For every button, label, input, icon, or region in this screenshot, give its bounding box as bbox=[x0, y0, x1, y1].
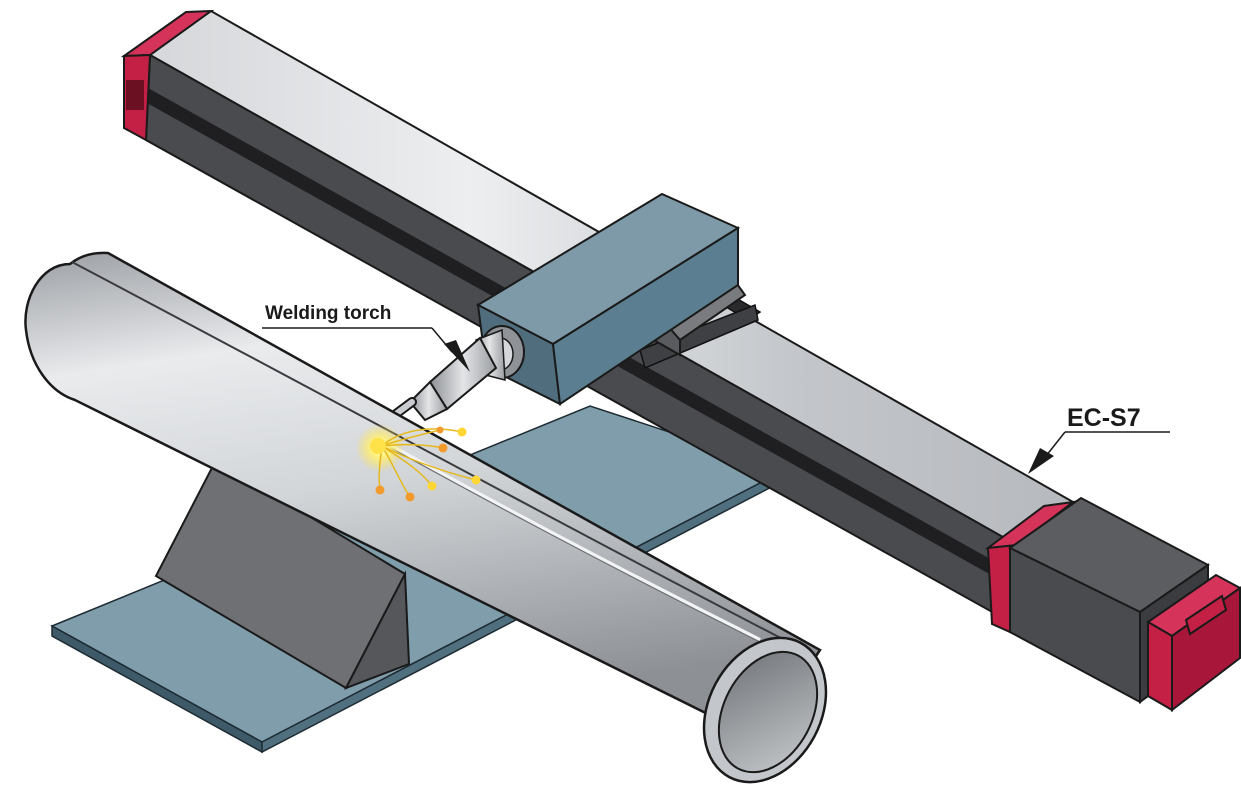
callout-model bbox=[1028, 431, 1170, 474]
actuator-model-label: EC-S7 bbox=[1067, 404, 1141, 432]
pipe-support-block bbox=[154, 458, 411, 690]
welding-sparks bbox=[356, 424, 481, 502]
callout-torch bbox=[262, 327, 470, 372]
steel-pipe bbox=[24, 251, 828, 784]
arrow-pointer-icon bbox=[1028, 448, 1054, 474]
arrow-pointer-icon bbox=[444, 340, 470, 372]
welding-torch-label: Welding torch bbox=[265, 303, 392, 324]
